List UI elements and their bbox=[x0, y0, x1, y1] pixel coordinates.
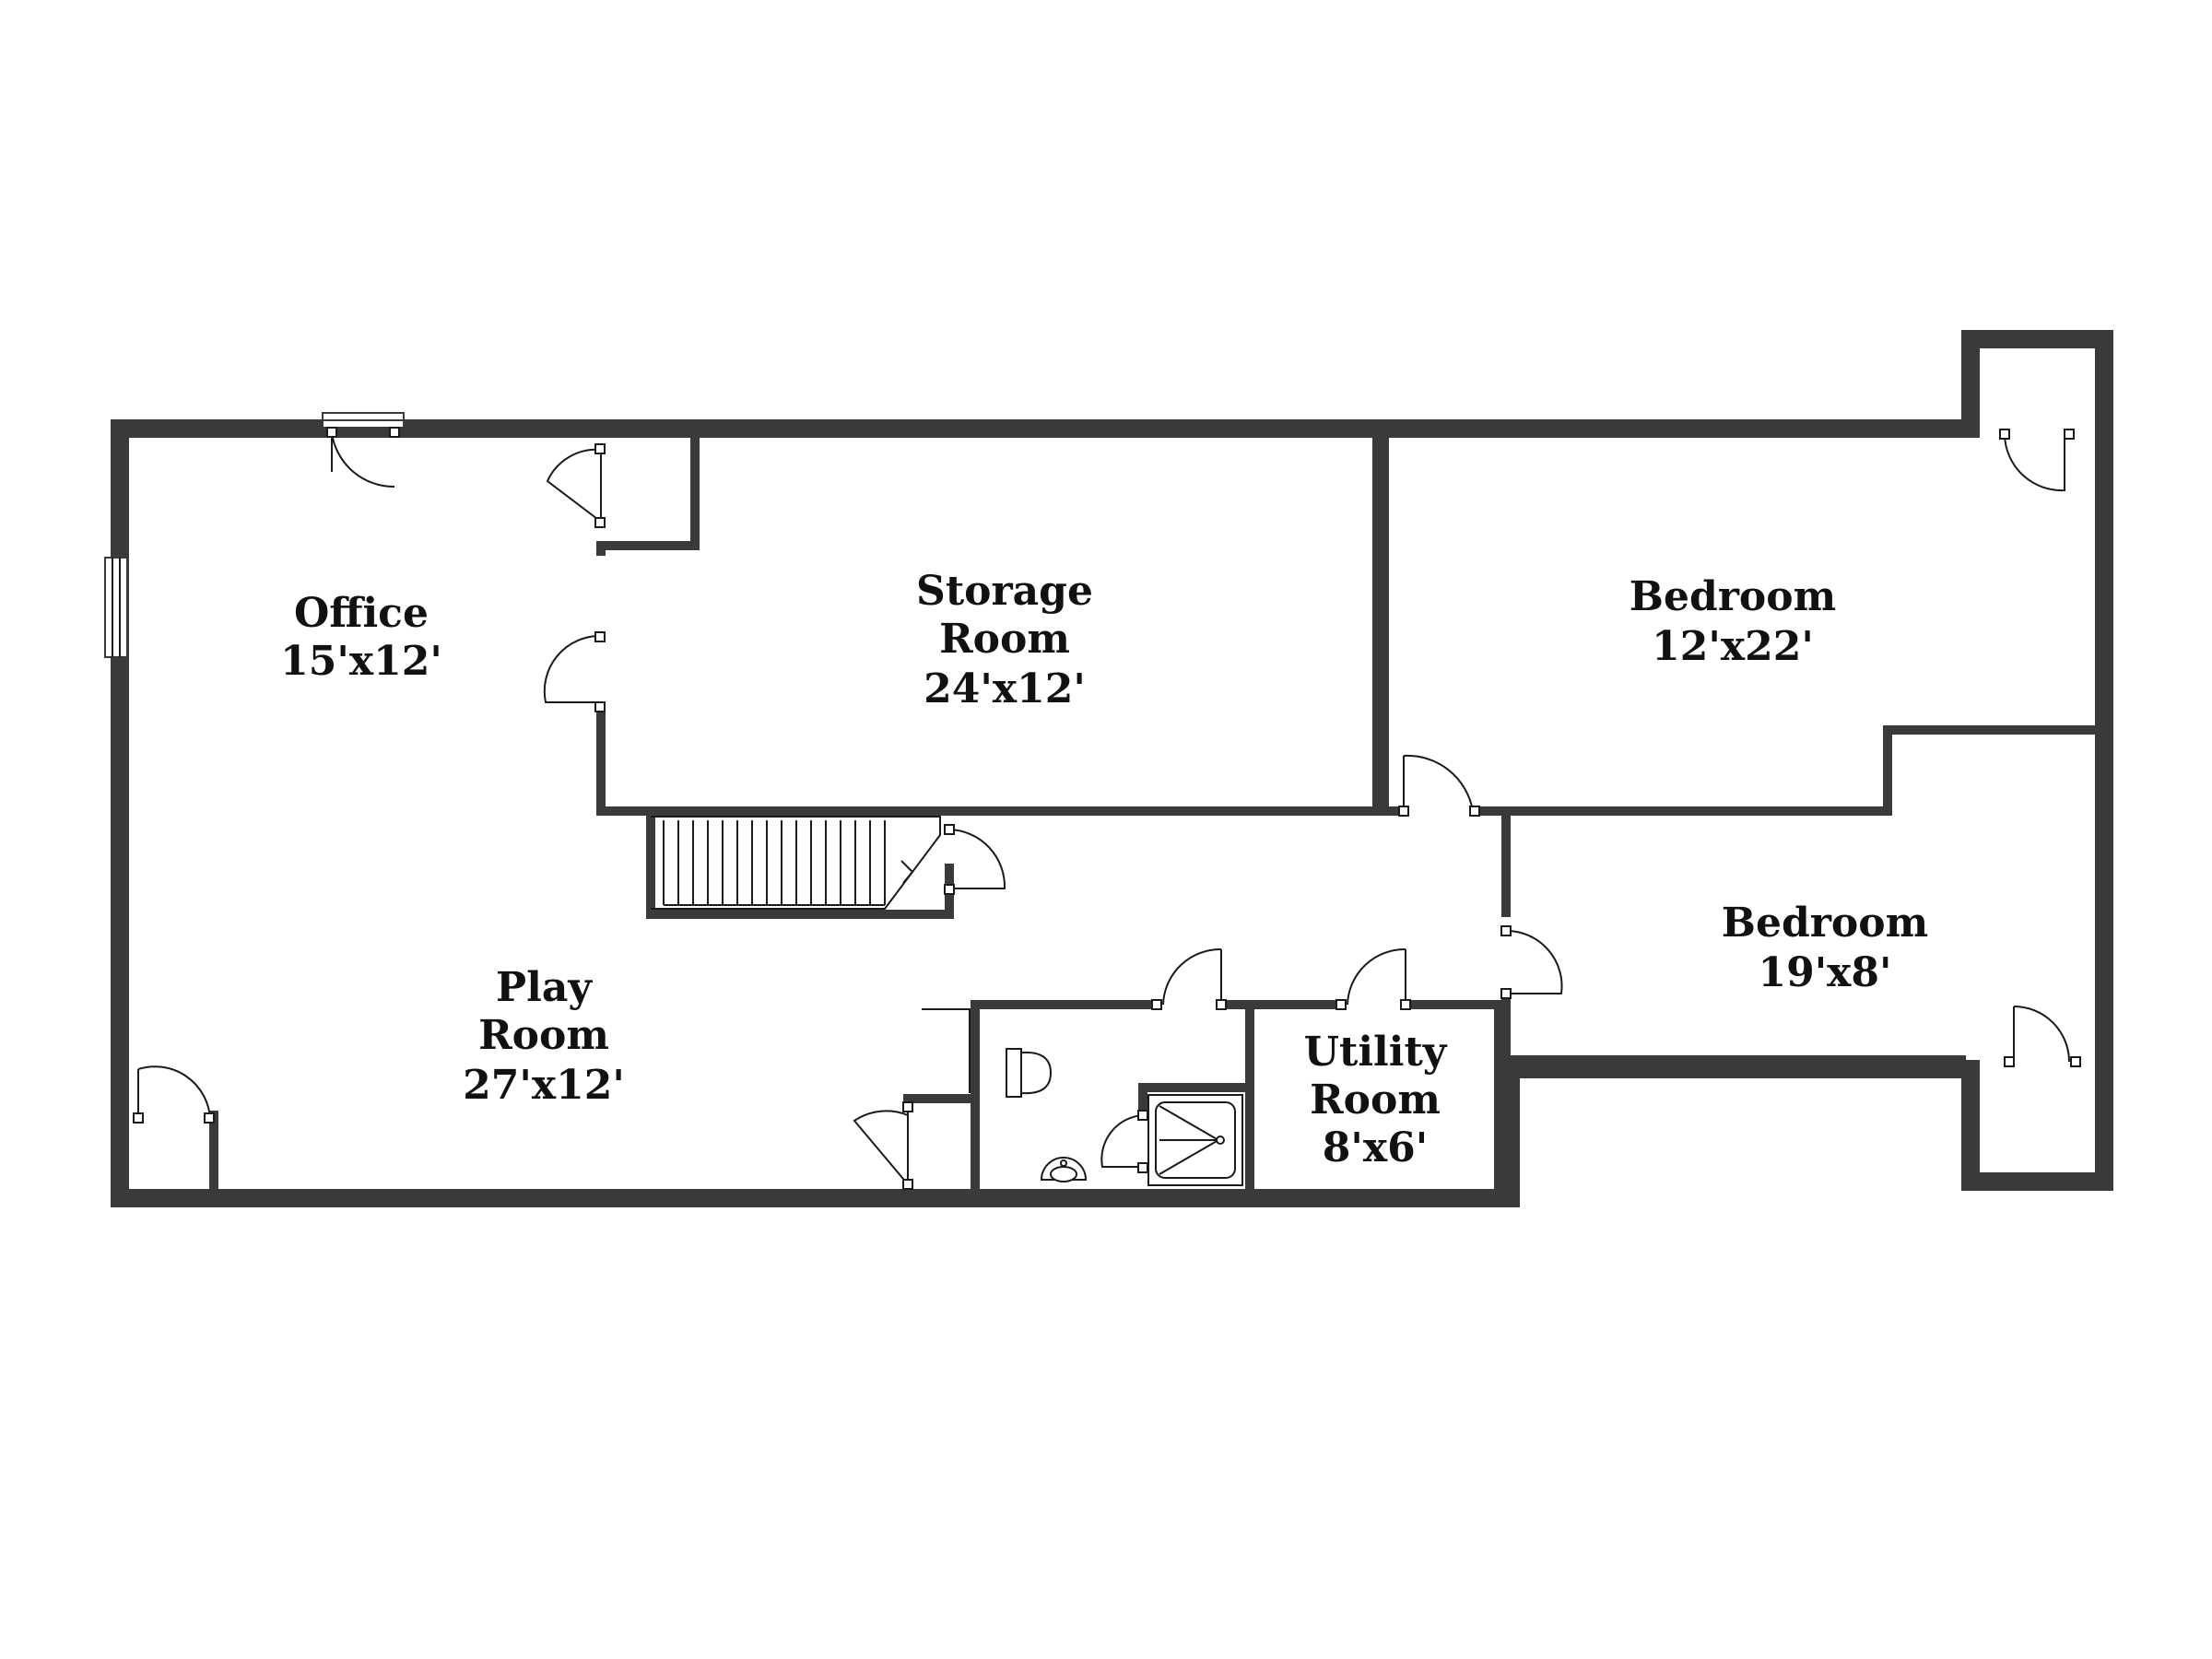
windows bbox=[104, 412, 405, 658]
exterior-walls bbox=[111, 330, 2113, 1207]
label-office-size: 15'x12' bbox=[280, 638, 442, 685]
label-play-size: 27'x12' bbox=[463, 1062, 625, 1109]
label-utility-name-2: Room bbox=[1310, 1077, 1441, 1124]
door-utility bbox=[1335, 947, 1411, 1010]
door-closet-lower-right bbox=[2004, 1006, 2081, 1067]
door-bedroom-upper bbox=[1398, 754, 1480, 817]
label-play-name-2: Room bbox=[478, 1012, 609, 1059]
door-bath bbox=[1151, 947, 1227, 1010]
label-storage-size: 24'x12' bbox=[924, 665, 1086, 712]
linen-shelf bbox=[922, 1008, 971, 1093]
window-office-left bbox=[104, 557, 128, 658]
door-play-closet bbox=[133, 1065, 215, 1124]
label-office-name: Office bbox=[294, 590, 429, 637]
label-bedroom-lower-size: 19'x8' bbox=[1758, 949, 1891, 996]
label-utility-name-1: Utility bbox=[1304, 1029, 1448, 1076]
staircase bbox=[651, 816, 941, 910]
door-shower bbox=[1100, 1110, 1148, 1173]
label-storage-name-1: Storage bbox=[916, 568, 1093, 615]
door-bedroom-lower bbox=[1500, 925, 1563, 999]
shower-fixture bbox=[1147, 1094, 1243, 1186]
bath-fixtures bbox=[922, 1008, 1243, 1186]
label-bedroom-lower-name: Bedroom bbox=[1722, 900, 1928, 947]
toilet-fixture bbox=[1006, 1048, 1053, 1098]
door-office-entry bbox=[326, 427, 400, 488]
door-stair bbox=[944, 824, 1006, 895]
room-labels: Office 15'x12' Storage Room 24'x12' Bedr… bbox=[280, 568, 1928, 1171]
label-play-name-1: Play bbox=[496, 964, 593, 1011]
sink-fixture bbox=[1040, 1157, 1088, 1182]
door-linen bbox=[853, 1101, 913, 1190]
doors bbox=[133, 427, 2081, 1190]
label-storage-name-2: Room bbox=[939, 616, 1070, 663]
door-storage bbox=[543, 631, 606, 712]
door-closet-upper-right bbox=[1999, 429, 2075, 492]
door-office-closet bbox=[546, 443, 606, 528]
interior-walls bbox=[209, 429, 2101, 1198]
label-bedroom-upper-size: 12'x22' bbox=[1652, 623, 1814, 670]
label-bedroom-upper-name: Bedroom bbox=[1630, 573, 1836, 620]
label-utility-size: 8'x6' bbox=[1323, 1124, 1428, 1171]
